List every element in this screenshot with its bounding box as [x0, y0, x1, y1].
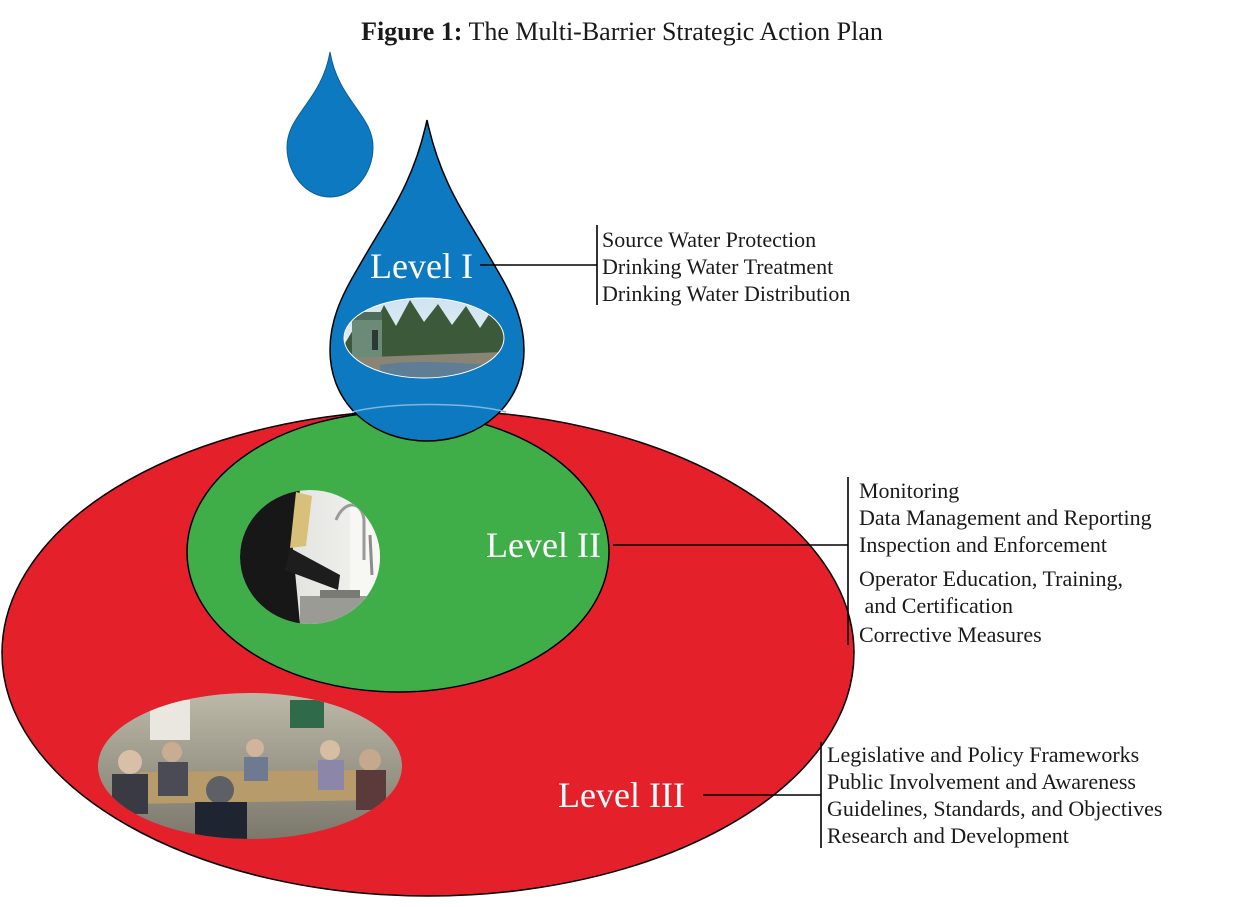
- level-two-items: Monitoring Data Management and Reporting…: [859, 478, 1152, 647]
- list-item: Data Management and Reporting: [859, 505, 1152, 530]
- list-item: Source Water Protection: [602, 227, 816, 252]
- leader-lines: [480, 225, 849, 848]
- list-item: Inspection and Enforcement: [859, 532, 1107, 557]
- level-one-photo: [344, 298, 504, 378]
- level-three-label: Level III: [558, 775, 685, 815]
- level-one-items: Source Water Protection Drinking Water T…: [602, 227, 850, 306]
- level-two-label: Level II: [486, 525, 601, 565]
- list-item: Drinking Water Treatment: [602, 254, 833, 279]
- list-item: Drinking Water Distribution: [602, 281, 850, 306]
- list-item: Research and Development: [827, 823, 1069, 848]
- small-water-drop-icon: [286, 51, 374, 198]
- list-item: Operator Education, Training,: [859, 566, 1123, 591]
- figure-title-prefix: Figure 1:: [361, 17, 462, 46]
- level-three-items: Legislative and Policy Frameworks Public…: [827, 742, 1162, 848]
- list-item: Guidelines, Standards, and Objectives: [827, 796, 1162, 821]
- list-item: and Certification: [859, 593, 1013, 618]
- list-item: Legislative and Policy Frameworks: [827, 742, 1139, 767]
- level-two-photo: [240, 490, 380, 624]
- level-one-photo-frame: [343, 297, 505, 379]
- list-item: Monitoring: [859, 478, 959, 503]
- figure-title: Figure 1: The Multi-Barrier Strategic Ac…: [361, 17, 883, 46]
- level-one-label: Level I: [370, 246, 473, 286]
- list-item: Corrective Measures: [859, 622, 1042, 647]
- figure-title-text: The Multi-Barrier Strategic Action Plan: [462, 17, 882, 46]
- list-item: Public Involvement and Awareness: [827, 769, 1136, 794]
- drop-highlight-line: [351, 403, 507, 413]
